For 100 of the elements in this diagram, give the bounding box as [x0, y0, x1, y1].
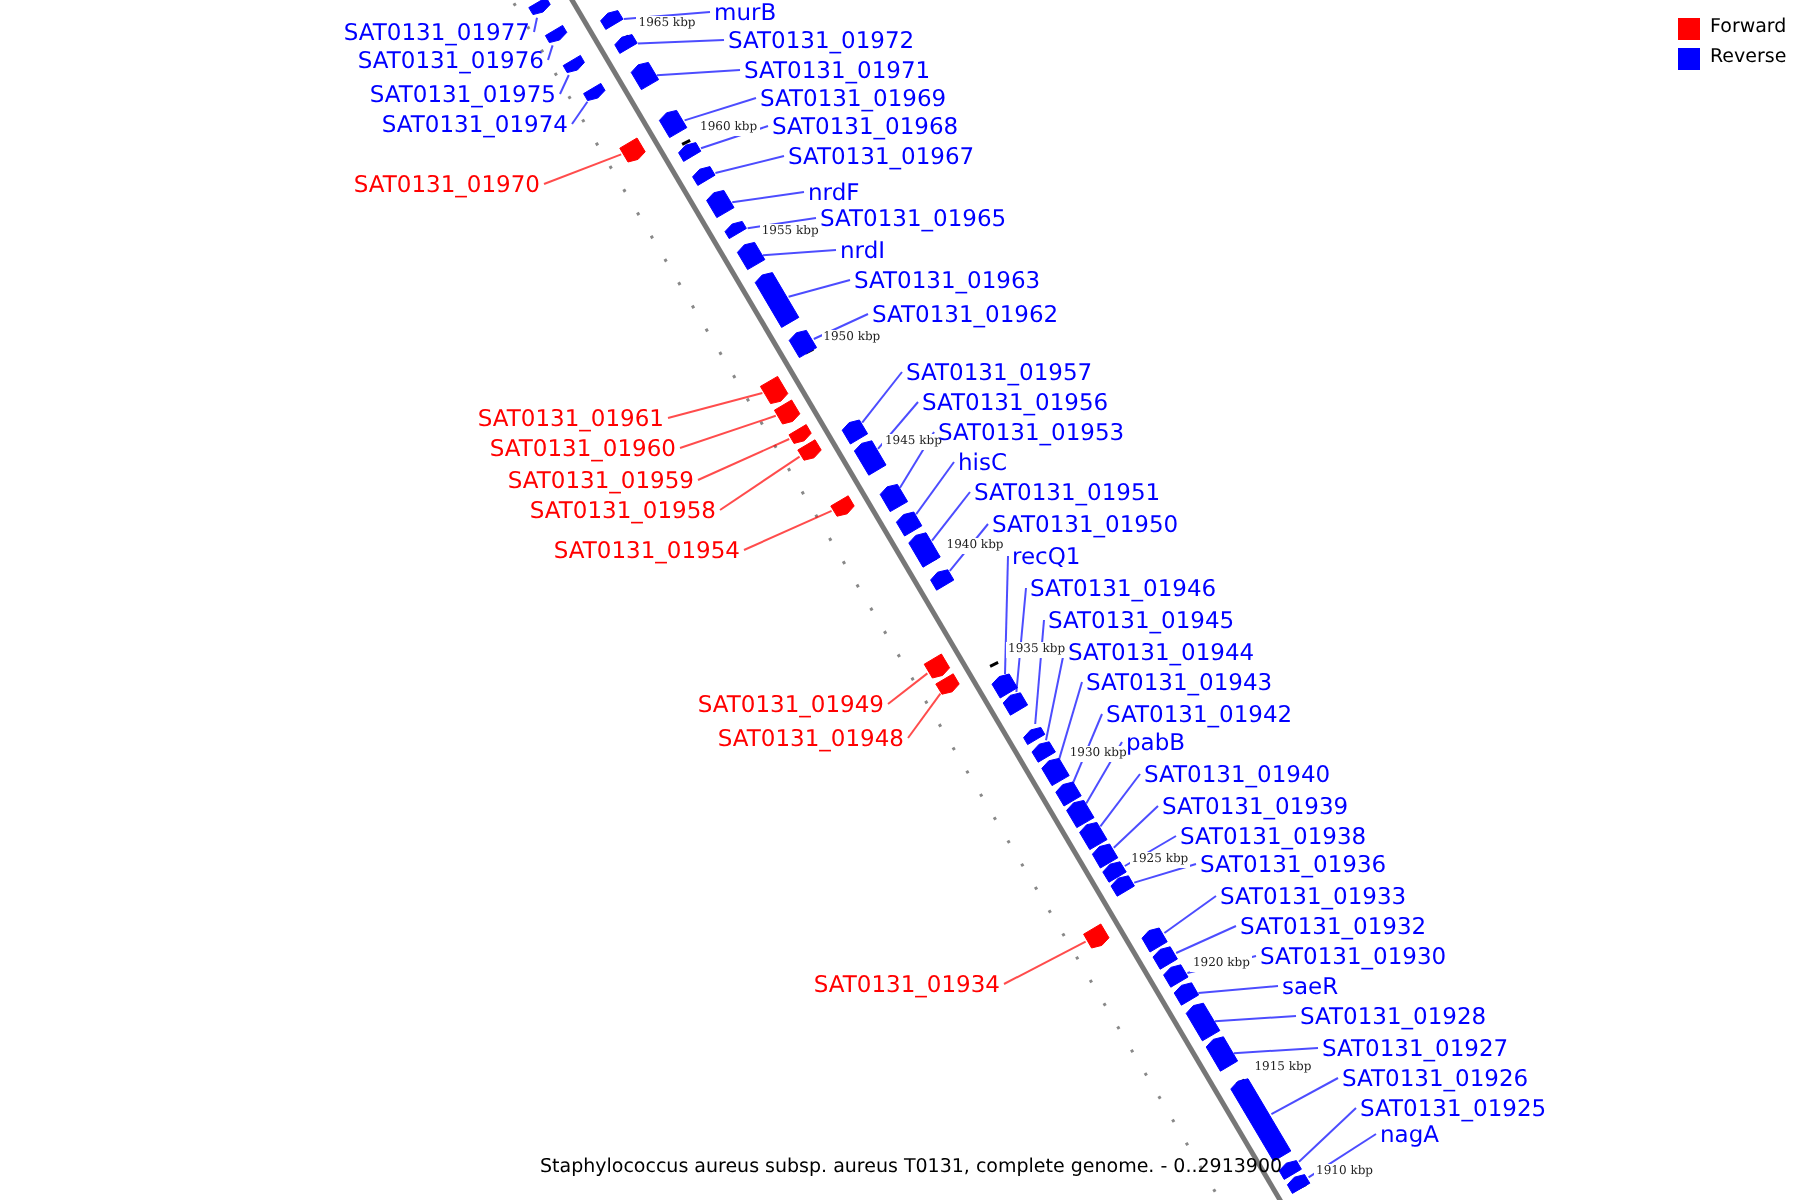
leader-line [1163, 895, 1217, 934]
gene-label: SAT0131_01960 [489, 434, 676, 462]
gene-block [773, 399, 801, 425]
gene-block [1079, 821, 1108, 851]
leader-line [1015, 587, 1027, 693]
gene-label: SAT0131_01956 [922, 388, 1109, 416]
gene-label: SAT0131_01944 [1068, 638, 1255, 666]
gene-block [1002, 692, 1029, 716]
gene-block [614, 34, 638, 54]
gene-label: SAT0131_01957 [906, 358, 1093, 386]
gene-block [583, 82, 606, 102]
gene-block [830, 495, 855, 517]
leader-line [1214, 1015, 1297, 1023]
gene-block [1286, 1174, 1311, 1194]
leader-line [571, 100, 589, 125]
gene-block [991, 673, 1018, 699]
gene-label: SAT0131_01942 [1106, 700, 1293, 728]
leader-line [743, 509, 833, 551]
gene-block [619, 137, 646, 163]
gene-label: SAT0131_01939 [1162, 792, 1349, 820]
gene-label: SAT0131_01951 [974, 478, 1161, 506]
gene-label: SAT0131_01930 [1260, 942, 1447, 970]
gene-label: SAT0131_01933 [1220, 882, 1407, 910]
gene-label: saeR [1282, 972, 1339, 1000]
leader-line [877, 401, 919, 450]
leader-line [731, 191, 805, 204]
gene-label: SAT0131_01963 [854, 266, 1041, 294]
gene-label: SAT0131_01927 [1322, 1034, 1509, 1062]
gene-block [1031, 741, 1056, 763]
gene-label: SAT0131_01953 [938, 418, 1125, 446]
gene-label: nrdI [840, 236, 886, 264]
gene-block [1152, 946, 1178, 970]
gene-block [879, 483, 909, 513]
gene-label: SAT0131_01925 [1360, 1094, 1547, 1122]
gene-label: SAT0131_01940 [1144, 760, 1331, 788]
leader-line [559, 74, 570, 95]
gene-block [759, 375, 789, 405]
leader-line [861, 371, 903, 424]
leader-line [547, 44, 554, 61]
leader-line [1298, 1107, 1357, 1163]
gene-label: recQ1 [1012, 542, 1081, 570]
leader-line [667, 392, 764, 419]
leader-line [812, 313, 869, 340]
gene-block [692, 166, 716, 186]
gene-block [754, 272, 800, 328]
gene-label: SAT0131_01946 [1030, 574, 1217, 602]
leader-line [746, 217, 817, 230]
gene-label: SAT0131_01976 [357, 46, 544, 74]
leader-line [1099, 773, 1141, 828]
gene-label: SAT0131_01968 [772, 112, 959, 140]
gene-block [600, 10, 624, 30]
gene-block [788, 424, 812, 444]
gene-label: SAT0131_01967 [788, 142, 975, 170]
gene-block [736, 241, 766, 271]
gene-label: SAT0131_01954 [553, 536, 740, 564]
gene-label: SAT0131_01971 [744, 56, 931, 84]
leader-line [1270, 1077, 1339, 1116]
gene-label: SAT0131_01926 [1342, 1064, 1529, 1092]
gene-block [895, 511, 923, 537]
gene-label: SAT0131_01969 [760, 84, 947, 112]
gene-block [1066, 799, 1095, 829]
leader-line [1232, 1047, 1319, 1055]
gene-block [1102, 861, 1127, 883]
gene-block [544, 24, 568, 44]
leader-line [1057, 681, 1083, 762]
leader-line [533, 16, 538, 33]
gene-label: SAT0131_01934 [813, 970, 1000, 998]
gene-label: SAT0131_01965 [820, 204, 1007, 232]
gene-label: SAT0131_01945 [1048, 606, 1235, 634]
leader-line [543, 153, 623, 185]
gene-label: SAT0131_01974 [381, 110, 568, 138]
gene-label: SAT0131_01943 [1086, 668, 1273, 696]
leader-line [907, 692, 942, 739]
gene-block [562, 54, 585, 74]
gene-block [630, 61, 660, 91]
gene-block [1110, 875, 1135, 897]
gene-block [923, 653, 951, 679]
gene-block [1055, 781, 1082, 807]
leader-line [1133, 863, 1197, 884]
gene-label: SAT0131_01936 [1200, 850, 1387, 878]
leader-line [1003, 940, 1087, 985]
gene-block [1205, 1036, 1239, 1072]
leader-line [1197, 985, 1279, 994]
gene-block [706, 189, 735, 219]
gene-block [1278, 1160, 1302, 1180]
gene-label: SAT0131_01970 [353, 170, 540, 198]
gene-block [935, 673, 960, 695]
leader-line [719, 455, 801, 511]
gene-block [1023, 726, 1046, 746]
leader-line [655, 69, 741, 77]
gene-label: SAT0131_01962 [872, 300, 1059, 328]
gene-label: nagA [1380, 1120, 1440, 1148]
legend-label: Forward [1710, 16, 1787, 40]
gene-block [853, 440, 887, 476]
gene-label: SAT0131_01950 [992, 510, 1179, 538]
gene-label: hisC [958, 448, 1008, 476]
gene-block [678, 142, 702, 162]
gene-label: SAT0131_01932 [1240, 912, 1427, 940]
gene-block [1083, 923, 1110, 949]
gene-block [797, 439, 822, 461]
